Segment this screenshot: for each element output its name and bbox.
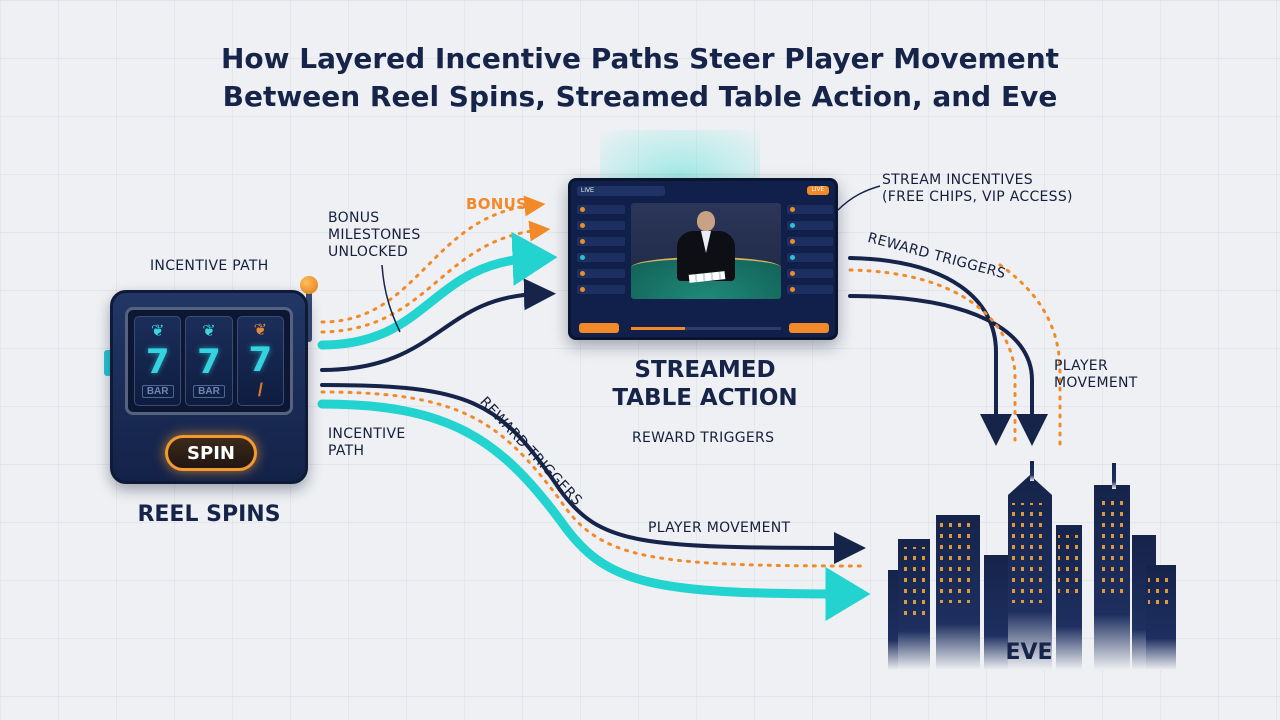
left-panel-row — [577, 269, 625, 278]
label-bonus-milestones: BONUS MILESTONES UNLOCKED — [328, 210, 421, 261]
reel-1-bar: BAR — [141, 385, 174, 399]
stream-progress-bar[interactable] — [631, 327, 781, 330]
label-incentive-path-bottom: INCENTIVE PATH — [328, 426, 406, 460]
slot-machine: ❦ 7 BAR ❦ 7 BAR ❦ 7 / SPIN — [110, 290, 308, 484]
right-panel-row — [787, 221, 833, 230]
right-panel-row — [787, 285, 833, 294]
reel-2-symbol: 7 — [197, 342, 221, 383]
dealer-head — [697, 211, 715, 231]
reel-spins-label: REEL SPINS — [137, 502, 281, 527]
left-panel-row — [577, 221, 625, 230]
label-reward-triggers-center: REWARD TRIGGERS — [632, 430, 775, 446]
screen-top-bar: LIVE — [577, 186, 665, 196]
eve-city-skyline — [888, 461, 1176, 670]
label-stream-incentives: STREAM INCENTIVES (FREE CHIPS, VIP ACCES… — [882, 172, 1073, 206]
label-player-movement-right-line-2: MOVEMENT — [1054, 375, 1138, 391]
screen-left-panel — [577, 205, 625, 301]
left-panel-row — [577, 285, 625, 294]
reel-3-partial-seven-icon: / — [257, 380, 263, 400]
label-player-movement-right: PLAYER MOVEMENT — [1054, 358, 1138, 392]
streamed-table-label: STREAMED TABLE ACTION — [580, 356, 830, 412]
slot-lever — [306, 286, 312, 342]
label-incentive-path-bottom-line-1: INCENTIVE — [328, 426, 406, 442]
label-bonus-milestones-line-3: UNLOCKED — [328, 244, 409, 260]
leader-line-bonus-milestones — [381, 264, 401, 333]
orange-dotted-path-table-to-eve-1 — [848, 268, 1017, 442]
left-panel-row — [577, 237, 625, 246]
label-incentive-path-top: INCENTIVE PATH — [150, 258, 269, 274]
reel-3: ❦ 7 / — [236, 316, 284, 406]
cherry-icon: ❦ — [150, 322, 165, 340]
label-bonus-milestones-line-1: BONUS — [328, 210, 380, 226]
orange-dotted-path-upper — [320, 220, 551, 334]
live-dealer-video[interactable] — [631, 203, 781, 299]
reel-2-bar: BAR — [193, 385, 225, 399]
right-panel-row — [787, 237, 833, 246]
navy-path-table-to-eve-2 — [848, 294, 1048, 446]
label-player-movement-bottom: PLAYER MOVEMENT — [648, 520, 791, 536]
title-line-2: Between Reel Spins, Streamed Table Actio… — [222, 80, 1058, 113]
navy-path-to-table — [320, 278, 556, 372]
page-title: How Layered Incentive Paths Steer Player… — [0, 40, 1280, 116]
dealer-shirt — [701, 231, 711, 253]
teal-path-to-eve — [317, 399, 871, 621]
eve-label: EVE — [1005, 640, 1053, 665]
navy-path-table-to-eve-1 — [848, 256, 1012, 446]
moon-icon — [954, 473, 972, 497]
right-panel-row — [787, 205, 833, 214]
screen-right-panel — [787, 205, 833, 301]
cherry-icon: ❦ — [253, 322, 268, 339]
streamed-table-screen: LIVE LIVE — [568, 178, 838, 340]
screen-bottom-right-button[interactable] — [789, 323, 829, 333]
screen-bottom-left-button[interactable] — [579, 323, 619, 333]
streamed-table-label-line-1: STREAMED — [634, 357, 776, 383]
label-bonus-milestones-line-2: MILESTONES — [328, 227, 421, 243]
label-stream-incentives-line-1: STREAM INCENTIVES — [882, 172, 1033, 188]
cherry-icon: ❦ — [202, 322, 216, 340]
reel-1-symbol: 7 — [145, 342, 170, 383]
live-badge: LIVE — [807, 186, 829, 195]
label-stream-incentives-line-2: (FREE CHIPS, VIP ACCESS) — [882, 189, 1073, 205]
orange-dotted-path-table-to-eve-2 — [998, 263, 1062, 452]
reel-2: ❦ 7 BAR — [185, 316, 233, 406]
label-bonus: BONUS — [466, 195, 528, 213]
left-panel-row — [577, 253, 625, 262]
label-incentive-path-bottom-line-2: PATH — [328, 443, 365, 459]
reel-1: ❦ 7 BAR — [134, 316, 182, 406]
label-player-movement-right-line-1: PLAYER — [1054, 358, 1108, 374]
streamed-table-label-line-2: TABLE ACTION — [612, 385, 798, 411]
right-panel-row — [787, 253, 833, 262]
spin-button[interactable]: SPIN — [165, 435, 257, 471]
left-panel-row — [577, 205, 625, 214]
leader-line-stream-incentives — [837, 185, 881, 211]
stream-progress-fill — [631, 327, 685, 330]
reel-3-symbol: 7 — [248, 340, 273, 380]
slot-lever-knob — [300, 276, 318, 294]
orange-dotted-path-to-eve — [320, 390, 864, 568]
teal-path-to-table — [317, 231, 558, 350]
slot-reels-window: ❦ 7 BAR ❦ 7 BAR ❦ 7 / — [125, 307, 293, 415]
right-panel-row — [787, 269, 833, 278]
slot-side-light — [104, 350, 114, 376]
navy-path-to-eve — [320, 383, 866, 564]
title-line-1: How Layered Incentive Paths Steer Player… — [220, 42, 1060, 75]
